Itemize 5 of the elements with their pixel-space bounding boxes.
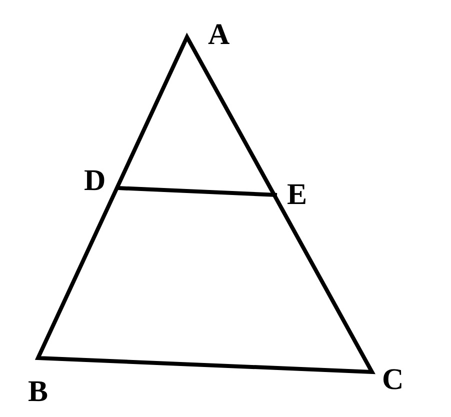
vertex-label: D [84, 166, 106, 196]
vertex-label: B [28, 377, 48, 407]
vertex-label: E [287, 180, 308, 210]
vertex-label: A [208, 20, 230, 50]
vertex-label: C [382, 365, 404, 395]
